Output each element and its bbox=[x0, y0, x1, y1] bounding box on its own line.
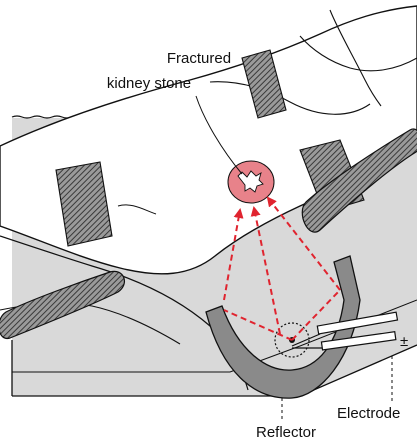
electrode-label: Electrode bbox=[337, 405, 400, 422]
stone-label-line1: Fractured bbox=[167, 50, 231, 67]
reflector-label: Reflector bbox=[256, 424, 316, 441]
stone-label-line2: kidney stone bbox=[107, 75, 191, 92]
kidney-stone-icon bbox=[228, 161, 274, 203]
polarity-label: ± bbox=[400, 333, 408, 350]
